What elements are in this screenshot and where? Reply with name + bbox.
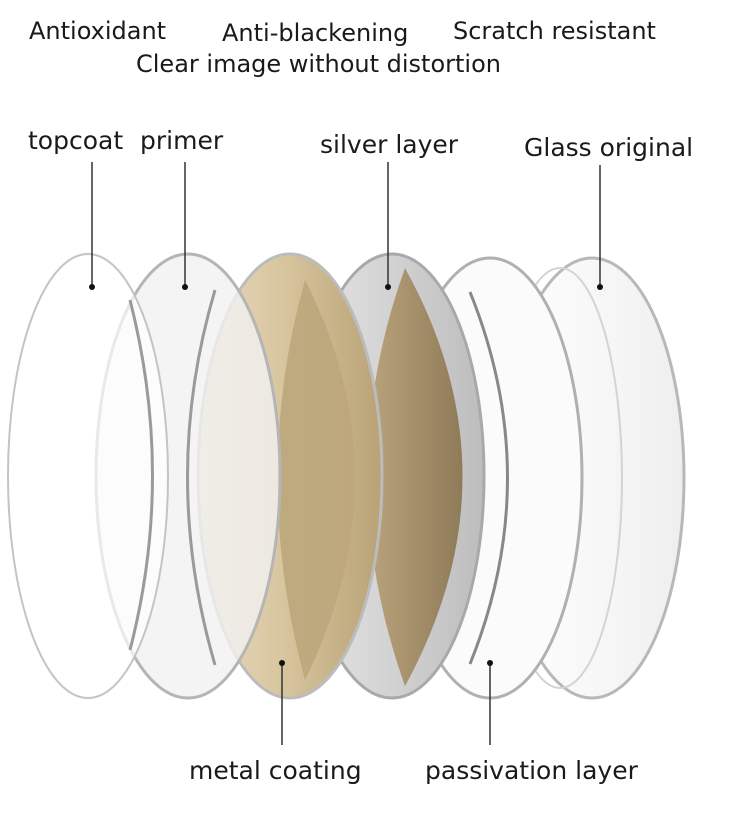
label-silver-layer: silver layer bbox=[320, 130, 459, 159]
feature-anti-blackening: Anti-blackening bbox=[222, 19, 409, 47]
label-metal-coating: metal coating bbox=[189, 756, 362, 785]
leader-silver-layer bbox=[385, 162, 391, 290]
leader-metal-coating bbox=[279, 660, 285, 745]
leader-primer bbox=[182, 162, 188, 290]
leader-glass-original bbox=[597, 165, 603, 290]
leader-passivation-layer bbox=[487, 660, 493, 745]
topcoat-disc bbox=[7, 253, 169, 699]
feature-clear-image: Clear image without distortion bbox=[136, 50, 501, 78]
label-glass-original: Glass original bbox=[524, 133, 694, 162]
label-topcoat: topcoat bbox=[28, 126, 124, 155]
label-passivation-layer: passivation layer bbox=[425, 756, 638, 785]
label-primer: primer bbox=[140, 126, 224, 155]
leader-topcoat bbox=[89, 162, 95, 290]
feature-scratch-resistant: Scratch resistant bbox=[453, 17, 656, 45]
feature-antioxidant: Antioxidant bbox=[29, 17, 167, 45]
